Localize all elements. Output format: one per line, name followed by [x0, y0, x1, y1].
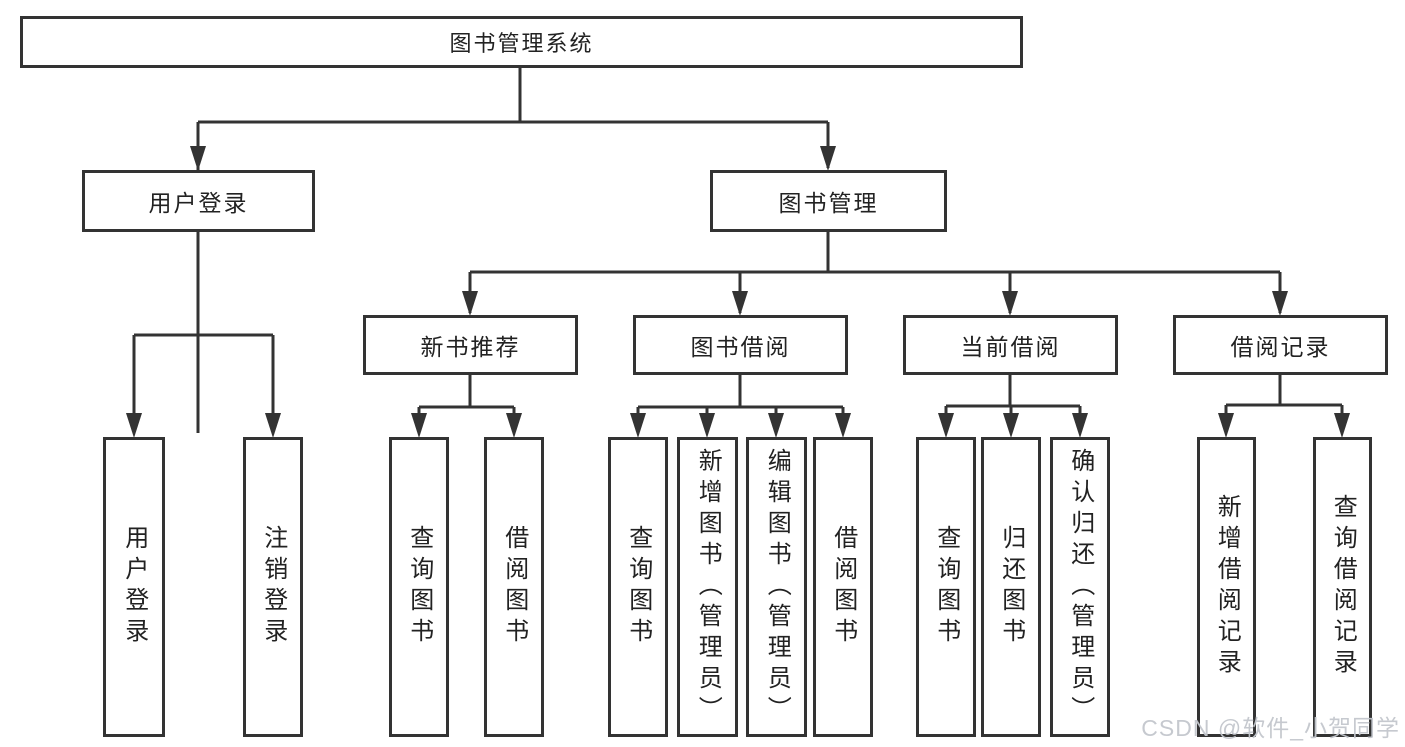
- node-book-borrow: 图书借阅: [633, 315, 848, 375]
- leaf-records-add: 新增借阅记录: [1197, 437, 1256, 737]
- leaf-borrow-add-admin-label: 新增图书（管理员）: [694, 447, 722, 727]
- node-user-login: 用户登录: [82, 170, 315, 232]
- node-user-login-label: 用户登录: [148, 190, 249, 216]
- leaf-borrow-query-label: 查询图书: [624, 525, 652, 649]
- node-borrow-records-label: 借阅记录: [1230, 334, 1331, 360]
- node-borrow-records: 借阅记录: [1173, 315, 1388, 375]
- leaf-records-query: 查询借阅记录: [1313, 437, 1372, 737]
- leaf-newbooks-borrow-label: 借阅图书: [500, 525, 528, 649]
- leaf-current-query-label: 查询图书: [932, 525, 960, 649]
- leaf-borrow-add-admin: 新增图书（管理员）: [677, 437, 738, 737]
- leaf-borrow-book-label: 借阅图书: [829, 525, 857, 649]
- node-current-borrow: 当前借阅: [903, 315, 1118, 375]
- leaf-current-return-label: 归还图书: [997, 525, 1025, 649]
- node-new-book-recommend-label: 新书推荐: [420, 334, 521, 360]
- leaf-logout: 注销登录: [243, 437, 303, 737]
- leaf-borrow-edit-admin-label: 编辑图书（管理员）: [763, 447, 791, 727]
- leaf-current-confirm-return-admin-label: 确认归还（管理员）: [1066, 447, 1094, 727]
- leaf-current-return: 归还图书: [981, 437, 1041, 737]
- leaf-logout-label: 注销登录: [259, 525, 287, 649]
- node-new-book-recommend: 新书推荐: [363, 315, 578, 375]
- node-book-management-label: 图书管理: [778, 190, 879, 216]
- leaf-borrow-edit-admin: 编辑图书（管理员）: [746, 437, 807, 737]
- node-book-management: 图书管理: [710, 170, 947, 232]
- node-current-borrow-label: 当前借阅: [960, 334, 1061, 360]
- leaf-user-login: 用户登录: [103, 437, 165, 737]
- node-book-borrow-label: 图书借阅: [690, 334, 791, 360]
- node-root-label: 图书管理系统: [449, 31, 594, 56]
- node-root: 图书管理系统: [20, 16, 1023, 68]
- leaf-newbooks-query-label: 查询图书: [405, 525, 433, 649]
- leaf-user-login-label: 用户登录: [120, 525, 148, 649]
- leaf-records-query-label: 查询借阅记录: [1329, 494, 1357, 680]
- csdn-watermark: CSDN @软件_小贺同学: [1141, 715, 1400, 741]
- leaf-borrow-query: 查询图书: [608, 437, 668, 737]
- leaf-newbooks-query: 查询图书: [389, 437, 449, 737]
- leaf-current-query: 查询图书: [916, 437, 976, 737]
- leaf-current-confirm-return-admin: 确认归还（管理员）: [1050, 437, 1110, 737]
- tree-edges: [132, 68, 1344, 433]
- leaf-borrow-book: 借阅图书: [813, 437, 873, 737]
- leaf-records-add-label: 新增借阅记录: [1213, 494, 1241, 680]
- leaf-newbooks-borrow: 借阅图书: [484, 437, 544, 737]
